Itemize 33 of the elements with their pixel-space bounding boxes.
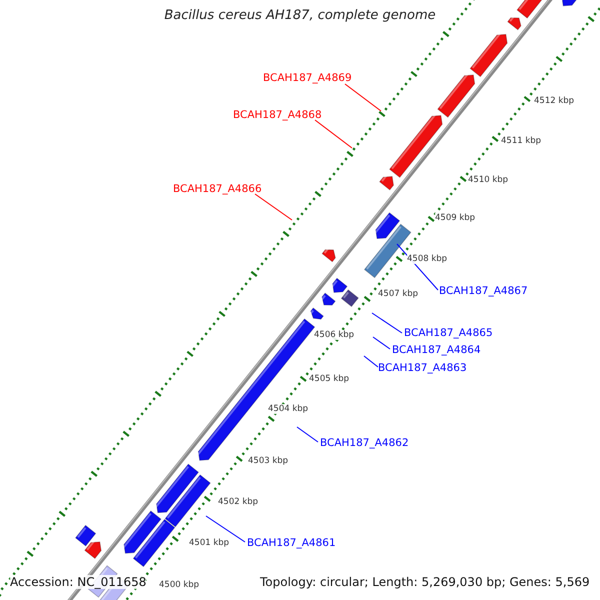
gene-id-label: BCAH187_A4865: [404, 327, 493, 340]
scale-label: 4505 kbp: [309, 374, 350, 384]
scale-label: 4512 kbp: [534, 96, 574, 106]
gene-id-label: BCAH187_A4861: [247, 537, 336, 550]
map-title: Bacillus cereus AH187, complete genome: [163, 8, 437, 24]
scale-label: 4507 kbp: [378, 289, 418, 300]
gene-id-label: BCAH187_A4869: [263, 72, 352, 85]
scale-label: 4508 kbp: [407, 254, 448, 264]
scale-label: 4501 kbp: [189, 538, 230, 548]
scale-label: 4500 kbp: [159, 580, 200, 590]
leader-line: [344, 84, 382, 112]
gene-id-label: BCAH187_A4864: [392, 344, 481, 357]
scale-label: 4510 kbp: [468, 175, 508, 186]
gene-id-label: BCAH187_A4867: [439, 285, 528, 298]
scale-label: 4503 kbp: [248, 456, 288, 466]
leader-line: [314, 120, 352, 148]
gene-id-label: BCAH187_A4866: [173, 183, 262, 196]
accession-text: Accession: NC_011658: [10, 575, 146, 590]
leader-line: [296, 426, 318, 442]
leader-line: [372, 336, 390, 350]
leader-line: [364, 356, 378, 368]
gene-id-label: BCAH187_A4863: [378, 362, 467, 375]
leader-line: [206, 516, 246, 542]
topology-text: Topology: circular; Length: 5,269,030 bp; Genes: 5,569: [260, 575, 590, 590]
leader-line: [254, 194, 292, 220]
scale-label: 4509 kbp: [435, 213, 476, 224]
scale-label: 4504 kbp: [268, 404, 308, 414]
scale-label: 4502 kbp: [218, 497, 258, 508]
scale-label: 4506 kbp: [314, 330, 354, 340]
gene-id-label: BCAH187_A4862: [320, 437, 409, 450]
scale-label: 4511 kbp: [501, 136, 542, 146]
leader-line: [372, 312, 402, 334]
gene-id-label: BCAH187_A4868: [233, 109, 322, 122]
